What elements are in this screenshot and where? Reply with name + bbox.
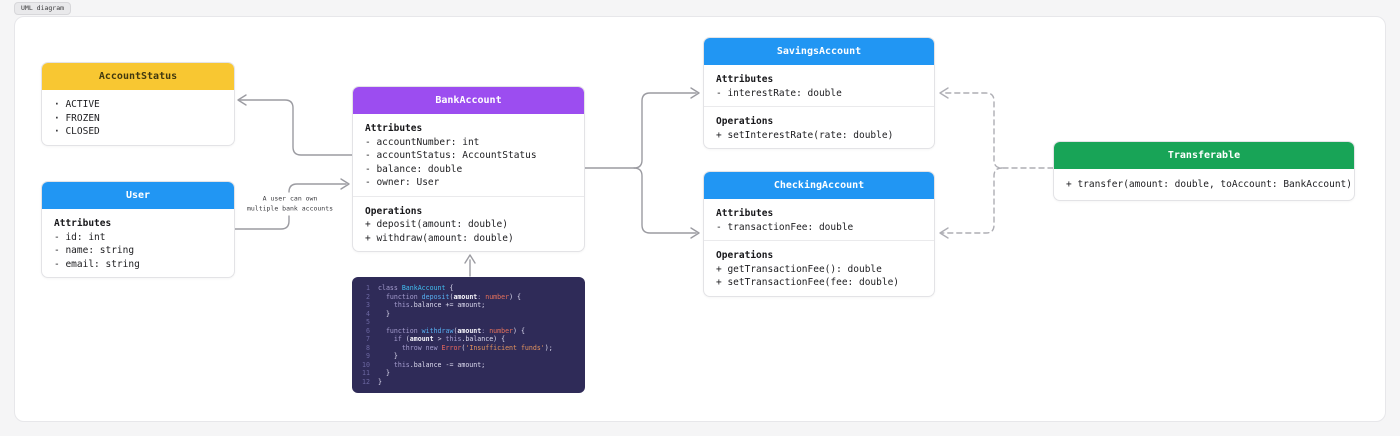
- code-line: 10 this.balance -= amount;: [362, 360, 486, 369]
- attribute-line: - id: int: [54, 231, 106, 243]
- code-line: 12}: [362, 377, 382, 386]
- class-title-user: User: [42, 182, 234, 209]
- class-title-accountstatus: AccountStatus: [42, 63, 234, 90]
- enum-value: ACTIVE: [54, 98, 222, 112]
- edge-label-line: A user can own: [262, 194, 318, 203]
- operation-line: + deposit(amount: double): [365, 219, 508, 230]
- attributes-heading: Attributes: [54, 218, 112, 229]
- class-box-bankaccount[interactable]: BankAccount Attributes - accountNumber: …: [352, 86, 585, 252]
- attributes-section: Attributes - id: int - name: string - em…: [42, 209, 234, 277]
- section-divider: [353, 195, 584, 197]
- attributes-section: Attributes - transactionFee: double: [704, 199, 934, 240]
- class-box-checkingaccount[interactable]: CheckingAccount Attributes - transaction…: [703, 171, 935, 297]
- operation-line: + withdraw(amount: double): [365, 232, 514, 244]
- attribute-line: - balance: double: [365, 163, 463, 175]
- code-line: 5: [366, 318, 370, 326]
- class-title-bankaccount: BankAccount: [353, 87, 584, 114]
- code-line: 3 this.balance += amount;: [366, 301, 486, 309]
- section-divider: [704, 240, 934, 241]
- class-box-user[interactable]: User Attributes - id: int - name: string…: [41, 181, 235, 278]
- operations-section: + transfer(amount: double, toAccount: Ba…: [1054, 169, 1354, 200]
- interface-title-transferable: Transferable: [1054, 142, 1354, 169]
- attribute-line: - accountNumber: int: [365, 136, 480, 148]
- code-line: 7 if (amount > this.balance) {: [366, 335, 506, 343]
- operation-line: + getTransactionFee(): double: [716, 263, 882, 275]
- uml-diagram-badge[interactable]: UML diagram: [14, 2, 72, 15]
- enum-value: FROZEN: [54, 112, 222, 126]
- attributes-heading: Attributes: [716, 74, 774, 85]
- attributes-section: Attributes - interestRate: double: [704, 65, 934, 106]
- operation-line: + setInterestRate(rate: double): [716, 129, 894, 141]
- class-box-accountstatus[interactable]: AccountStatus ACTIVE FROZEN CLOSED: [41, 62, 235, 146]
- section-divider: [704, 106, 934, 107]
- operation-line: + setTransactionFee(fee: double): [716, 277, 900, 288]
- class-box-savingsaccount[interactable]: SavingsAccount Attributes - interestRate…: [703, 37, 935, 149]
- enum-value: CLOSED: [54, 125, 222, 139]
- operations-section: Operations + setInterestRate(rate: doubl…: [704, 107, 934, 148]
- attribute-line: - email: string: [54, 258, 140, 270]
- edge-label-user-bankaccount: A user can own multiple bank accounts: [243, 192, 337, 216]
- attributes-heading: Attributes: [365, 123, 423, 134]
- operation-line: + transfer(amount: double, toAccount: Ba…: [1066, 179, 1352, 190]
- code-line: 4 }: [366, 309, 390, 318]
- edge-label-line: multiple bank accounts: [246, 204, 334, 212]
- attributes-heading: Attributes: [716, 208, 774, 219]
- attribute-line: - transactionFee: double: [716, 221, 854, 233]
- attribute-line: - owner: User: [365, 177, 440, 188]
- attribute-line: - interestRate: double: [716, 87, 842, 99]
- code-line: 8 throw new Error('Insufficient funds');: [366, 343, 553, 352]
- class-title-checkingaccount: CheckingAccount: [704, 172, 934, 199]
- operations-heading: Operations: [365, 205, 423, 217]
- class-title-savingsaccount: SavingsAccount: [704, 38, 934, 65]
- code-line: 9 }: [366, 352, 398, 360]
- attributes-section: Attributes - accountNumber: int - accoun…: [353, 114, 584, 196]
- interface-box-transferable[interactable]: Transferable + transfer(amount: double, …: [1053, 141, 1355, 201]
- operations-section: Operations + deposit(amount: double) + w…: [353, 197, 584, 252]
- enum-values-section: ACTIVE FROZEN CLOSED: [42, 90, 234, 145]
- operations-heading: Operations: [716, 116, 774, 127]
- operations-heading: Operations: [716, 250, 774, 261]
- code-line: 11 }: [362, 369, 390, 377]
- code-line: 2 function deposit(amount: number) {: [366, 292, 521, 301]
- attribute-line: - accountStatus: AccountStatus: [365, 150, 537, 161]
- operations-section: Operations + getTransactionFee(): double…: [704, 241, 934, 296]
- code-line: 6 function withdraw(amount: number) {: [366, 326, 525, 335]
- attribute-line: - name: string: [54, 245, 135, 256]
